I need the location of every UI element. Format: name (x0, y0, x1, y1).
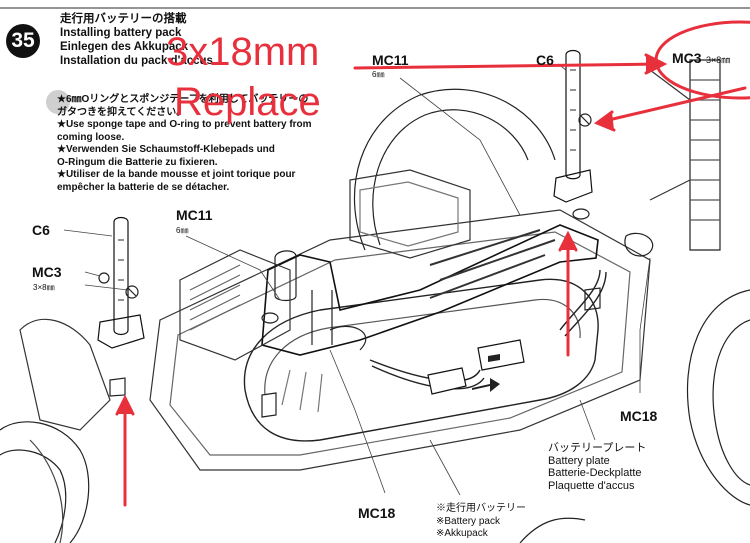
caption-plate-jp: バッテリープレート (548, 442, 647, 454)
note-line: ★Use sponge tape and O-ring to prevent b… (57, 119, 312, 130)
label-mc11-mid: MC11 (176, 207, 213, 223)
label-mc11-mid-size: 6㎜ (176, 226, 189, 235)
label-mc3-top: MC3 (672, 50, 702, 66)
caption-plate-en: Battery plate (548, 454, 610, 467)
caption-pack-jp: ※走行用バッテリー (436, 503, 526, 514)
label-mc18-bottom: MC18 (358, 505, 396, 521)
note-line: ★Verwenden Sie Schaumstoff-Klebepads und (57, 144, 275, 155)
note-line: empêcher la batterie de se détacher. (57, 181, 230, 193)
step-number-badge: 35 (6, 24, 40, 58)
instruction-notes: ★6㎜Oリングとスポンジテープを利用してバッテリーの ガタつきを抑えてください。… (57, 94, 312, 194)
annotation-replace-text: Replace (174, 80, 321, 124)
caption-plate-de: Batterie-Deckplatte (548, 467, 642, 479)
label-mc11-top: MC11 (372, 52, 409, 68)
note-line: ★Utiliser de la bande mousse et joint to… (57, 169, 296, 180)
title-english: Installing battery pack (60, 27, 182, 39)
caption-plate-fr: Plaquette d'accus (548, 479, 635, 492)
label-mc3-left: MC3 (32, 264, 62, 280)
caption-pack-en: ※Battery pack (436, 515, 500, 527)
label-mc18-right: MC18 (620, 408, 658, 424)
title-japanese: 走行用バッテリーの搭載 (60, 13, 187, 25)
label-mc3-top-size: 3×8㎜ (706, 55, 731, 65)
caption-battery-plate: バッテリープレート Battery plate Batterie-Deckpla… (548, 442, 646, 492)
title-german: Einlegen des Akkupack (60, 41, 189, 53)
caption-pack-de: ※Akkupack (436, 528, 488, 539)
note-line: ガタつきを抑えてください。 (57, 106, 187, 118)
title-french: Installation du pack d'accus (60, 55, 213, 67)
label-c6-left: C6 (32, 222, 50, 238)
label-mc3-top-group: MC3 3×8㎜ (672, 50, 730, 68)
note-line: coming loose. (57, 131, 125, 143)
label-mc11-top-size: 6㎜ (372, 70, 385, 79)
label-mc3-left-size: 3×8㎜ (33, 283, 55, 292)
annotation-size-text: 3x18mm (166, 30, 320, 74)
note-line: O-Ringum die Batterie zu fixieren. (57, 156, 218, 168)
caption-battery-pack: ※走行用バッテリー ※Battery pack ※Akkupack (436, 503, 526, 541)
label-c6-top: C6 (536, 52, 554, 68)
note-line: ★6㎜Oリングとスポンジテープを利用してバッテリーの (57, 94, 309, 105)
